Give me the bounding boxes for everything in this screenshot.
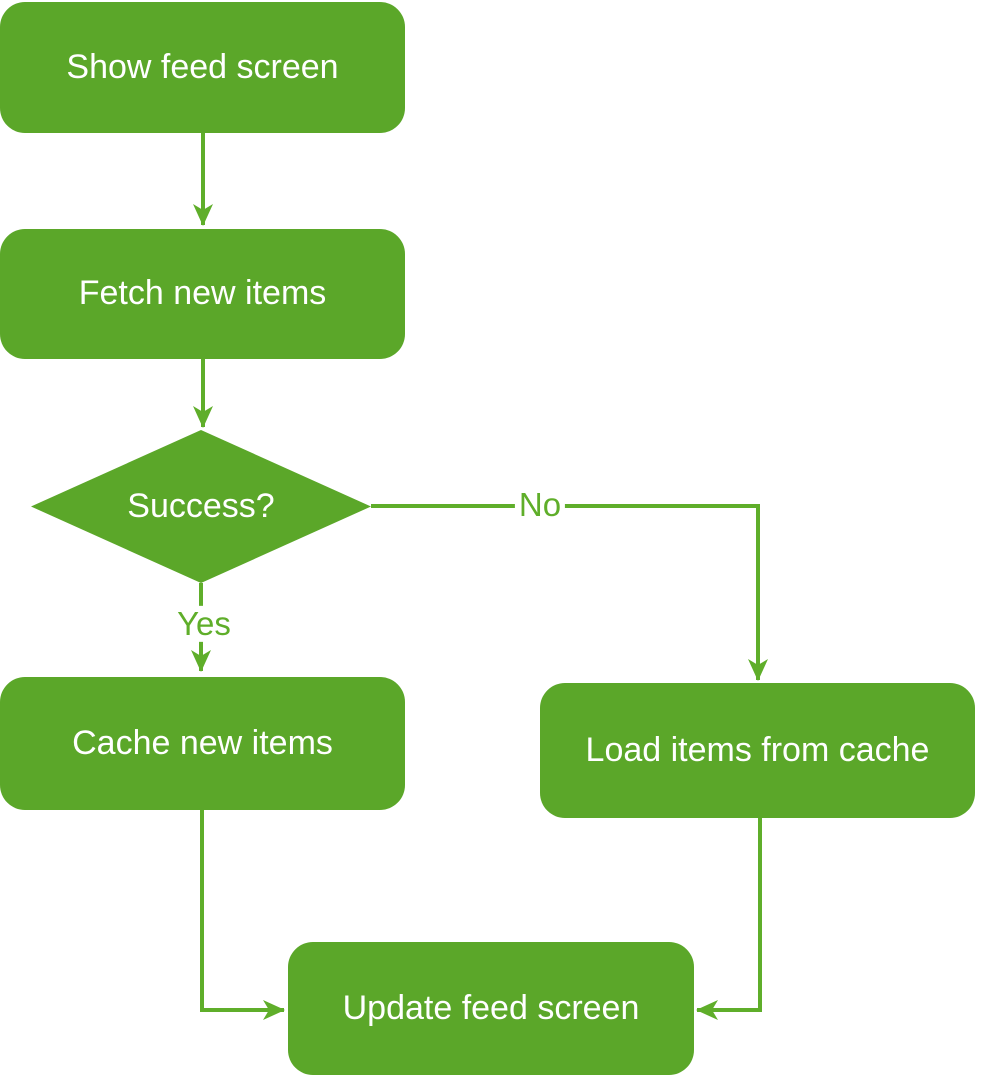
node-label: Success? [127, 487, 275, 525]
node-label: Load items from cache [585, 730, 930, 769]
edge-cache-to-update [200, 810, 285, 1020]
node-load-items-from-cache: Load items from cache [540, 683, 975, 818]
node-update-feed-screen: Update feed screen [288, 942, 694, 1075]
node-label: Update feed screen [342, 988, 640, 1027]
node-label: Cache new items [72, 723, 333, 762]
edge-success-no-to-load [371, 504, 768, 681]
node-label: Fetch new items [78, 274, 327, 313]
node-label: Show feed screen [66, 47, 339, 86]
node-cache-new-items: Cache new items [0, 677, 405, 810]
edge-label-yes: Yes [173, 605, 235, 643]
edge-load-to-update [696, 818, 762, 1020]
node-show-feed-screen: Show feed screen [0, 2, 405, 133]
node-fetch-new-items: Fetch new items [0, 229, 405, 359]
edge-label-no: No [514, 486, 566, 524]
node-success-decision: Success? [31, 430, 371, 583]
